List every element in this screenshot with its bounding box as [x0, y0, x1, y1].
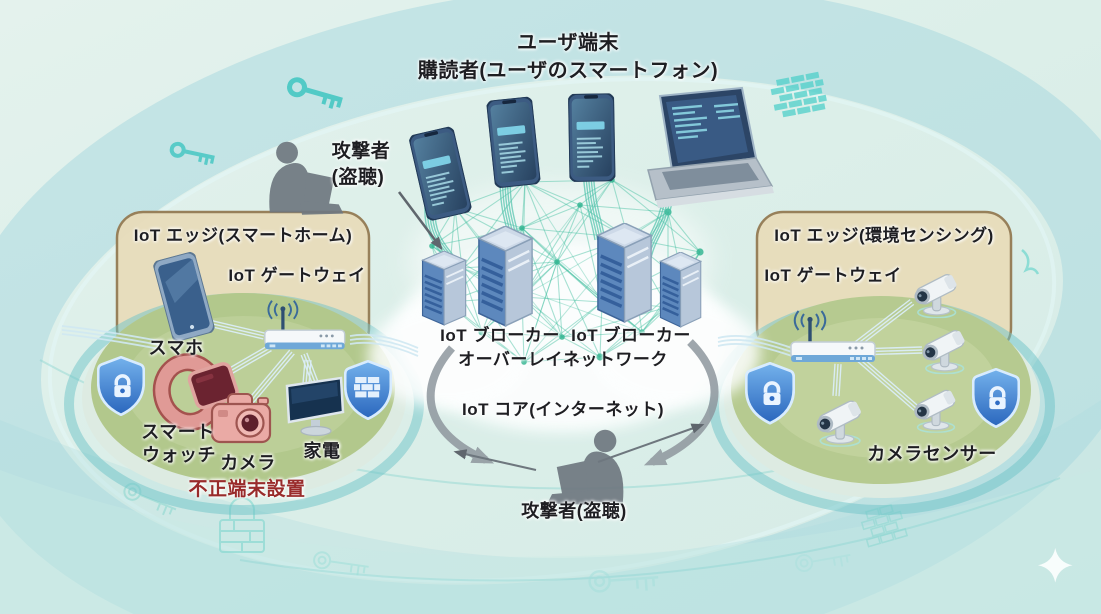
broker-right-label: IoT ブローカー — [571, 326, 691, 345]
iot-broker-server — [659, 252, 703, 329]
user-terminal-title: ユーザ端末 — [516, 32, 620, 54]
brick-wall-icon — [770, 71, 827, 118]
user-smartphone — [486, 96, 541, 189]
eavesdrop-tap-right — [597, 423, 705, 463]
camera-sensor-label: カメラセンサー — [867, 444, 997, 464]
appliance-label: 家電 — [303, 441, 341, 461]
tv-appliance-device — [285, 376, 345, 437]
attacker-top-label-2: (盗聴) — [331, 167, 385, 188]
user-laptop — [647, 86, 774, 208]
camera-label: カメラ — [220, 453, 276, 473]
rogue-device-warning: 不正端末設置 — [188, 479, 306, 500]
left-edge-title: IoT エッジ(スマートホーム) — [133, 226, 353, 245]
attacker-bottom-label: 攻撃者(盗聴) — [521, 501, 627, 521]
right-edge-title: IoT エッジ(環境センシング) — [774, 226, 994, 245]
camera-device — [210, 393, 272, 444]
iot-broker-server — [596, 223, 653, 324]
user-smartphone — [408, 125, 473, 222]
iot-core-label: IoT コア(インターネット) — [461, 400, 665, 419]
user-smartphone — [568, 93, 616, 182]
attacker-top-label-1: 攻撃者 — [331, 141, 391, 162]
smartwatch-device — [152, 353, 239, 431]
iot-broker-server — [477, 226, 534, 328]
broker-left-label: IoT ブローカー — [440, 326, 560, 345]
eavesdrop-swoosh-left — [426, 345, 495, 464]
left-gateway-label: IoT ゲートウェイ — [228, 266, 366, 285]
eavesdrop-swoosh-right — [643, 339, 719, 466]
smartphone-label: スマホ — [148, 338, 204, 358]
sparkle-icon — [1038, 548, 1073, 583]
right-gateway-label: IoT ゲートウェイ — [764, 266, 902, 285]
smartwatch-label-2: ウォッチ — [142, 445, 216, 465]
subscriber-subtitle: 購読者(ユーザのスマートフォン) — [417, 60, 719, 82]
eavesdrop-arrows — [397, 191, 719, 471]
attacker-top-arrow — [397, 191, 443, 251]
overlay-network-label: オーバーレイネットワーク — [458, 350, 668, 369]
attacker-silhouette-bottom — [547, 429, 624, 505]
iot-broker-server — [421, 251, 467, 327]
eavesdrop-tap-left — [453, 449, 537, 471]
wifi-squiggle-icon — [1021, 249, 1040, 275]
smartwatch-label-1: スマート — [141, 422, 215, 442]
